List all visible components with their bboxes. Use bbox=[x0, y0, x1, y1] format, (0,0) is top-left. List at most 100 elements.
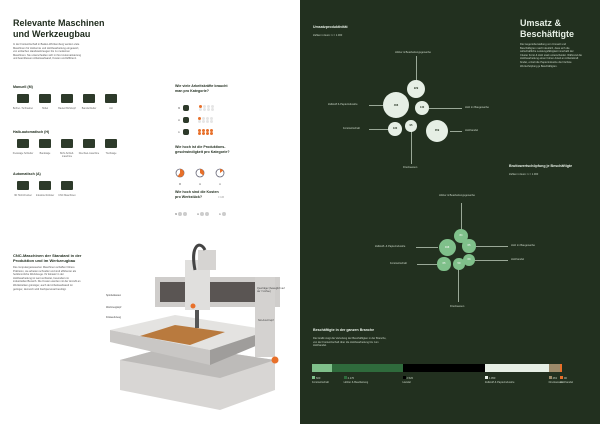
machine-icon bbox=[39, 94, 51, 103]
bubble: 65 bbox=[462, 239, 476, 253]
bubble: 95 bbox=[405, 120, 417, 132]
bar-segment bbox=[548, 364, 560, 372]
worker-count bbox=[198, 117, 214, 123]
machine-icon bbox=[39, 181, 51, 190]
legend-count: 2.170 bbox=[347, 377, 355, 380]
legend-name: Druckwesen bbox=[548, 381, 563, 384]
person-dot bbox=[206, 105, 210, 108]
speed-gauge: M bbox=[175, 165, 185, 186]
workers-row: M bbox=[178, 103, 214, 113]
cnc-title: CNC-Maschinen der Standard in der Produk… bbox=[13, 253, 82, 263]
machine-label: Bohrer / Schrauber bbox=[12, 107, 34, 110]
machine-label: Hobel bbox=[41, 107, 49, 110]
label-tool: Fräswerkzeug bbox=[106, 316, 122, 319]
machine-icon bbox=[17, 139, 29, 148]
legend-swatch bbox=[402, 376, 406, 379]
person-dot bbox=[198, 132, 202, 135]
machine-icon bbox=[61, 181, 73, 190]
legend-swatch bbox=[548, 376, 552, 379]
bubble-label: Zellstoff & Papierindustrie bbox=[328, 103, 358, 106]
employees-bar bbox=[312, 364, 562, 372]
bubble-label: Hölzer & Bearbeitungsgewerbe bbox=[395, 51, 431, 54]
stopwatch-icon bbox=[215, 168, 225, 178]
person-dot bbox=[210, 132, 214, 135]
machine-icon bbox=[61, 139, 73, 148]
category-title: Automatisch (A) bbox=[13, 172, 41, 176]
person-dot bbox=[206, 129, 210, 132]
person-dot bbox=[198, 108, 202, 111]
cost-key: A bbox=[219, 212, 221, 216]
legend-name: Holzhandel bbox=[560, 381, 574, 384]
machine-label: Bandschleifer bbox=[81, 107, 97, 110]
chart2-subtitle: Zahlen in Euro: 1 = 1.000 bbox=[509, 173, 539, 176]
question-costs: Wie hoch sind die Kosten pro Werkstück? bbox=[175, 190, 219, 199]
machine-icon bbox=[61, 94, 73, 103]
machine-icon bbox=[83, 139, 95, 148]
person-dot bbox=[202, 132, 206, 135]
cost-key: H bbox=[197, 212, 200, 216]
worker-icon bbox=[182, 117, 189, 123]
workers-row: H bbox=[178, 115, 214, 125]
category-title: Halb-automatisch (H) bbox=[13, 130, 50, 134]
machine-label: Industrie Roboter bbox=[35, 194, 55, 197]
right-page: Umsatz & Beschäftigte Die Gegenüberstell… bbox=[300, 0, 600, 424]
right-intro: Die Gegenüberstellung von Umsatz und Bes… bbox=[520, 43, 582, 68]
person-dot bbox=[206, 132, 210, 135]
bubble-label: Forstwirtschaft bbox=[343, 127, 360, 130]
legend-count: 2.520 bbox=[406, 377, 414, 380]
machine-label: CNC Maschinen bbox=[58, 194, 76, 197]
bubble-label: Holz im Baugewerbe bbox=[465, 106, 489, 109]
bubble-label: Holzhandel bbox=[511, 258, 524, 261]
question-workers: Wie viele Arbeitskräfte braucht man pro … bbox=[175, 84, 228, 93]
legend-name: Handel bbox=[402, 381, 411, 384]
worker-icon bbox=[182, 129, 189, 135]
bubble: 466 bbox=[383, 92, 409, 118]
bubble: 108 bbox=[438, 238, 456, 256]
machine-label: Tischsäge bbox=[105, 152, 117, 155]
page-title: Relevante Maschinen und Werkzeugbau bbox=[13, 18, 105, 39]
category-key: H bbox=[178, 118, 180, 122]
legend-value: 90 bbox=[560, 376, 573, 381]
chart1-title: Umsatzproduktivität bbox=[313, 25, 348, 29]
worker-count bbox=[198, 105, 214, 111]
intro-text: In der Forstwirtschaft in Baden-Württemb… bbox=[13, 43, 82, 61]
bubble: 50 bbox=[453, 258, 465, 270]
person-dot bbox=[210, 120, 214, 123]
legend-value: 463 bbox=[548, 376, 563, 381]
speed-gauge: A bbox=[215, 165, 225, 186]
legend-name: Forstwirtschaft bbox=[312, 381, 329, 384]
bar-segment bbox=[484, 364, 549, 372]
person-dot bbox=[202, 105, 206, 108]
bubble: 130 bbox=[388, 122, 402, 136]
machine-label: 3D Holz-Drucker bbox=[14, 194, 32, 197]
bubble-label: Forstwirtschaft bbox=[390, 262, 407, 265]
person-dot bbox=[202, 117, 206, 120]
legend-name: Hölzer & Bearbeitung bbox=[343, 381, 369, 384]
person-dot bbox=[198, 120, 202, 123]
bubble-label: Zellstoff- & Papierindustrie bbox=[375, 245, 406, 248]
chart3-subtitle: Die Grafik zeigt die Verteilung der Besc… bbox=[313, 337, 387, 348]
person-dot bbox=[210, 117, 214, 120]
machine-label: Bauteil Bohrkopf bbox=[58, 107, 76, 110]
cost-item: M bbox=[175, 212, 188, 216]
coin-icon bbox=[200, 212, 205, 216]
bubble: 140 bbox=[414, 100, 430, 116]
right-title: Umsatz & Beschäftigte bbox=[520, 18, 575, 39]
machine-icon bbox=[105, 94, 117, 103]
bubble-label: Holz im Baugewerbe bbox=[511, 244, 535, 247]
category-title: Manuell (M) bbox=[13, 85, 33, 89]
person-dot bbox=[206, 108, 210, 111]
machine-label: Axt bbox=[109, 107, 113, 110]
chart2-title: Bruttowertschöpfung je Beschäftigte bbox=[509, 164, 573, 168]
label-emergency-stop: Not-Aus-Knopf bbox=[258, 319, 274, 322]
label-head: Werkzeugkopf bbox=[106, 306, 122, 309]
legend-count: 463 bbox=[552, 377, 557, 380]
person-dot bbox=[202, 108, 206, 111]
machine-icon bbox=[39, 139, 51, 148]
machine-label: Drechsel-maschine bbox=[78, 152, 100, 155]
machine-icon bbox=[17, 181, 29, 190]
bubble-label: Druckwesen bbox=[403, 166, 418, 169]
